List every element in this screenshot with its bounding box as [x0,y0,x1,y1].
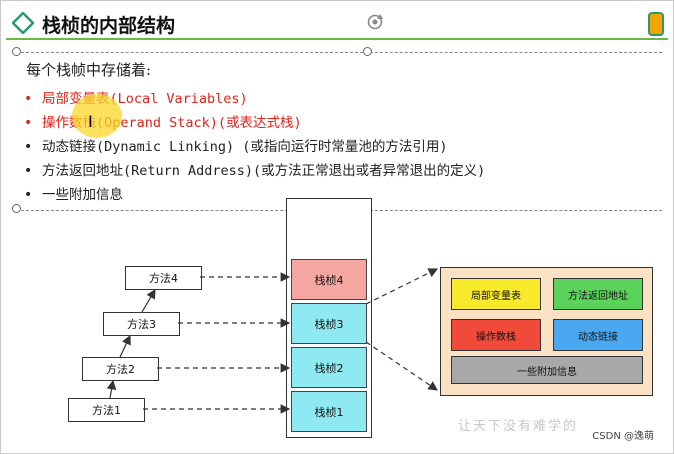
bullet-item: •动态链接(Dynamic Linking) (或指向运行时常量池的方法引用) [24,139,448,155]
diamond-icon [12,12,34,34]
intro-text: 每个栈帧中存储着: [26,61,152,79]
frame-detail-panel: 局部变量表 方法返回地址 操作数栈 动态链接 一些附加信息 [440,267,653,396]
method-box: 方法4 [125,266,202,290]
pointer-highlight [72,94,122,138]
stack-frame-box: 栈桢4 [291,259,367,300]
method-box: 方法2 [82,357,159,381]
text-cursor-icon: I [88,112,93,131]
detail-cell: 动态链接 [553,319,643,351]
watermark-text: 让天下没有难学的 [457,419,578,434]
stack-frame-box: 栈桢3 [291,303,367,344]
title-bar: 栈桢的内部结构 [6,4,668,40]
detail-cell: 一些附加信息 [451,356,643,384]
resize-handle[interactable] [12,47,21,56]
resize-handle[interactable] [12,204,21,213]
bullet-item: •方法返回地址(Return Address)(或方法正常退出或者异常退出的定义… [24,163,486,179]
logo-icon [648,12,664,36]
method-box: 方法3 [103,312,180,336]
detail-cell: 局部变量表 [451,278,541,310]
bullet-item: •一些附加信息 [24,187,123,203]
slide-title: 栈桢的内部结构 [42,15,176,37]
credit-text: CSDN @逸萌 [592,431,654,442]
method-box: 方法1 [68,398,145,422]
stack-frame-box: 栈桢2 [291,347,367,388]
detail-cell: 操作数栈 [451,319,541,351]
resize-handle[interactable] [363,47,372,56]
stack-frame-box: 栈桢1 [291,391,367,432]
detail-cell: 方法返回地址 [553,278,643,310]
rotate-handle-icon[interactable] [366,13,384,31]
